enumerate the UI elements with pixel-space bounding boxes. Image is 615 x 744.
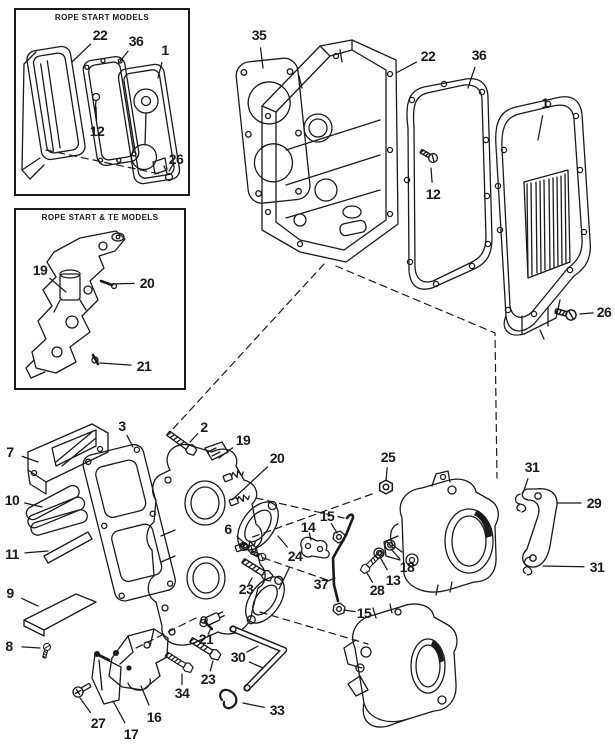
part-base-plate [23, 593, 97, 637]
callout-31: 31 [524, 459, 540, 475]
part-link-rod-37 [331, 513, 355, 603]
callout-16: 16 [146, 709, 162, 725]
callout-19: 19 [32, 262, 48, 278]
callout-21: 21 [198, 631, 214, 647]
callout-26: 26 [596, 304, 612, 320]
part-clip-31-upper [514, 493, 527, 513]
callout-1: 1 [161, 42, 169, 58]
callout-25: 25 [380, 449, 396, 465]
callout-22: 22 [420, 48, 436, 64]
callout-36: 36 [471, 47, 487, 63]
callout-33: 33 [269, 702, 285, 718]
callout-36: 36 [128, 33, 144, 49]
callout-23: 23 [238, 581, 254, 597]
callout-23: 23 [200, 671, 216, 687]
part-link-29 [521, 488, 558, 568]
part-plate-17 [91, 653, 122, 705]
part-silencer-base [261, 39, 399, 263]
assembly-dashed-lines [131, 263, 498, 651]
callout-13: 13 [385, 572, 401, 588]
inset-rope-start-art [21, 45, 181, 185]
callout-10: 10 [4, 492, 20, 508]
callout-2: 2 [200, 419, 208, 435]
part-tube-30 [229, 625, 288, 692]
callout-9: 9 [6, 585, 14, 601]
part-bolt-2 [164, 428, 199, 458]
inset-box-rope-start-te [14, 208, 186, 390]
callout-15: 15 [319, 508, 335, 524]
part-cam-follower [300, 536, 330, 559]
callout-35: 35 [251, 27, 267, 43]
callout-21: 21 [136, 358, 152, 374]
part-screw-27 [72, 682, 92, 698]
inset-box-rope-start [14, 8, 190, 196]
callout-3: 3 [118, 418, 126, 434]
callout-28: 28 [369, 582, 385, 598]
part-screw-6b [249, 548, 268, 563]
callout-19: 19 [235, 432, 251, 448]
callout-22: 22 [92, 27, 108, 43]
part-silencer-cover [494, 96, 592, 340]
callout-14: 14 [300, 519, 316, 535]
part-manifold-gasket [82, 443, 176, 602]
callout-26: 26 [168, 151, 184, 167]
part-screw-12 [418, 146, 440, 165]
part-leaf-plates [25, 484, 88, 536]
part-intake-manifold [146, 441, 266, 646]
inset-title-rope-start-te: ROPE START & TE MODELS [41, 213, 159, 222]
part-screw-8 [40, 642, 52, 660]
callout-31: 31 [589, 559, 605, 575]
callout-20: 20 [139, 275, 155, 291]
part-lockwasher-18 [384, 539, 396, 551]
part-carburetor-lower [343, 603, 458, 728]
callout-18: 18 [399, 559, 415, 575]
callout-27: 27 [90, 715, 106, 731]
callout-7: 7 [6, 444, 14, 460]
part-leaf-valve-housing [27, 423, 109, 495]
callout-17: 17 [123, 726, 139, 742]
part-bracket-16 [94, 628, 169, 691]
part-leaf-stop [43, 531, 93, 564]
part-nut-25 [378, 479, 394, 495]
callout-12: 12 [425, 186, 441, 202]
inset-title-rope-start: ROPE START MODELS [54, 13, 150, 22]
callout-leader-lines [21, 43, 594, 724]
callout-34: 34 [174, 685, 190, 701]
callout-8: 8 [5, 638, 13, 654]
part-nut-15-lower [331, 601, 347, 617]
callout-11: 11 [5, 546, 19, 562]
callout-1: 1 [541, 95, 549, 111]
callout-15: 15 [356, 605, 372, 621]
callout-29: 29 [586, 495, 602, 511]
callout-30: 30 [230, 649, 246, 665]
part-carb-gasket-upper [237, 500, 279, 552]
callout-12: 12 [89, 123, 105, 139]
part-cover-gasket [403, 78, 493, 290]
part-carburetor-upper [383, 470, 499, 596]
part-washer-13 [373, 547, 385, 559]
callout-20: 20 [269, 450, 285, 466]
callout-37: 37 [313, 576, 329, 592]
callout-6: 6 [224, 521, 232, 537]
callout-24: 24 [287, 548, 303, 564]
part-clamp-33 [219, 688, 238, 710]
part-fitting-21 [199, 611, 225, 628]
part-bolt-34 [163, 649, 195, 675]
